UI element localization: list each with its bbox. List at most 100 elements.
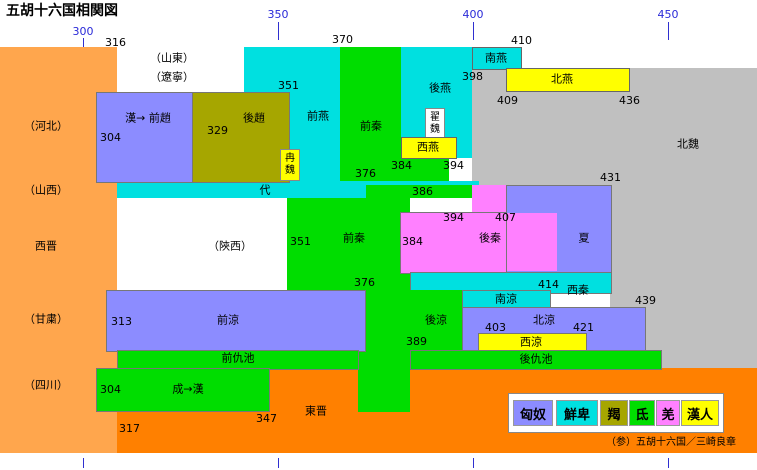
year-tick-bottom-400 bbox=[473, 458, 474, 468]
label-xiqin: 西秦 bbox=[567, 283, 589, 297]
label-houyan: 後燕 bbox=[429, 81, 451, 95]
label-qianqin-mid: 前秦 bbox=[343, 231, 365, 245]
year-axis-label-450: 450 bbox=[657, 8, 679, 21]
year-410: 410 bbox=[511, 34, 532, 47]
year-304b: 304 bbox=[100, 383, 121, 396]
label-hanzhao: 漢→ 前趙 bbox=[125, 111, 171, 125]
year-421: 421 bbox=[573, 321, 594, 334]
label-nanliang: 南涼 bbox=[495, 292, 517, 306]
label-dongjin: 東晋 bbox=[305, 404, 327, 418]
block-houqin-top bbox=[472, 185, 506, 212]
label-houzhao: 後趙 bbox=[243, 111, 265, 125]
year-384a: 384 bbox=[391, 159, 412, 172]
label-beiyan: 北燕 bbox=[551, 72, 573, 86]
label-qianyan: 前燕 bbox=[307, 109, 329, 123]
block-xiyan bbox=[401, 137, 457, 159]
year-351a: 351 bbox=[278, 79, 299, 92]
label-xijin: 西晋 bbox=[35, 239, 57, 253]
legend-di: 氐 bbox=[629, 400, 655, 426]
label-qianchouchi: 前仇池 bbox=[221, 351, 255, 365]
year-394a: 394 bbox=[443, 159, 464, 172]
region-shandong: （山東） bbox=[150, 51, 194, 65]
label-qianqin-top: 前秦 bbox=[360, 119, 382, 133]
label-xia: 夏 bbox=[578, 231, 590, 245]
year-439: 439 bbox=[635, 294, 656, 307]
block-zhaiwei: 翟 魏 bbox=[425, 108, 445, 140]
region-gansu: （甘粛） bbox=[24, 312, 68, 326]
zhaiwei-char-1: 翟 bbox=[430, 112, 440, 123]
year-tick-bottom-450 bbox=[668, 458, 669, 468]
year-axis-label-400: 400 bbox=[462, 8, 484, 21]
label-xiyan: 西燕 bbox=[417, 140, 439, 154]
block-xia-cover bbox=[507, 213, 557, 271]
year-376b: 376 bbox=[354, 276, 375, 289]
year-313: 313 bbox=[111, 315, 132, 328]
block-houchouchi bbox=[410, 350, 662, 370]
legend-han-label: 漢人 bbox=[686, 407, 713, 423]
label-qianliang: 前涼 bbox=[217, 313, 239, 327]
region-shaanxi: （陝西） bbox=[208, 239, 252, 253]
year-436: 436 bbox=[619, 94, 640, 107]
legend-jie-label: 羯 bbox=[607, 407, 621, 423]
label-xiliang: 西涼 bbox=[520, 335, 542, 349]
legend-jie: 羯 bbox=[600, 400, 628, 426]
label-houchouchi: 後仇池 bbox=[519, 352, 553, 366]
legend-han: 漢人 bbox=[681, 400, 719, 426]
year-414: 414 bbox=[538, 278, 559, 291]
legend-xianbei-label: 鮮卑 bbox=[563, 407, 590, 423]
region-liaoning: （遼寧） bbox=[150, 70, 194, 84]
label-houliang: 後涼 bbox=[425, 313, 447, 327]
block-chenghan bbox=[96, 368, 270, 412]
legend-xiongnu-label: 匈奴 bbox=[519, 407, 546, 423]
region-sichuan: （四川） bbox=[24, 378, 68, 392]
year-tick-450 bbox=[668, 22, 669, 40]
zhaiwei-char-2: 魏 bbox=[430, 124, 440, 135]
block-qianliang bbox=[106, 290, 366, 352]
year-tick-bottom-350 bbox=[278, 458, 279, 468]
year-351b: 351 bbox=[290, 235, 311, 248]
year-407: 407 bbox=[495, 211, 516, 224]
year-398: 398 bbox=[462, 70, 483, 83]
region-hebei: （河北） bbox=[24, 119, 68, 133]
year-316: 316 bbox=[105, 36, 126, 49]
year-axis-label-350: 350 bbox=[267, 8, 289, 21]
year-370: 370 bbox=[332, 33, 353, 46]
page-title: 五胡十六国相関図 bbox=[6, 3, 118, 19]
block-houliang bbox=[410, 290, 462, 350]
year-394b: 394 bbox=[443, 211, 464, 224]
year-317: 317 bbox=[119, 422, 140, 435]
year-tick-300 bbox=[83, 38, 84, 47]
block-houzhao bbox=[192, 92, 290, 183]
block-beiyan bbox=[506, 68, 630, 92]
year-409: 409 bbox=[497, 94, 518, 107]
year-386: 386 bbox=[412, 185, 433, 198]
year-389: 389 bbox=[406, 335, 427, 348]
block-qianqin-mid-b bbox=[358, 290, 410, 412]
legend-di-label: 氐 bbox=[635, 407, 649, 423]
block-ranwei: 冉 魏 bbox=[280, 149, 300, 181]
year-403: 403 bbox=[485, 321, 506, 334]
ranwei-char-2: 魏 bbox=[285, 165, 295, 176]
year-tick-bottom-300 bbox=[83, 458, 84, 468]
year-tick-350 bbox=[278, 22, 279, 40]
label-dai: 代 bbox=[259, 183, 271, 197]
year-axis-label-300: 300 bbox=[72, 25, 94, 38]
year-tick-400 bbox=[473, 22, 474, 40]
source-credit: （参）五胡十六国／三崎良章 bbox=[606, 437, 736, 448]
block-nanyan bbox=[472, 47, 522, 70]
year-376a: 376 bbox=[355, 167, 376, 180]
legend-xiongnu: 匈奴 bbox=[513, 400, 553, 426]
ranwei-char-1: 冉 bbox=[285, 153, 295, 164]
block-qianqin-top-b bbox=[401, 155, 449, 181]
block-qianqin-top bbox=[340, 47, 401, 181]
block-qianqin-mid-top bbox=[366, 185, 472, 198]
year-347: 347 bbox=[256, 412, 277, 425]
label-nanyan: 南燕 bbox=[485, 51, 507, 65]
region-shanxi: （山西） bbox=[24, 183, 68, 197]
label-chenghan: 成→漢 bbox=[172, 382, 204, 396]
label-beiwei: 北魏 bbox=[677, 137, 699, 151]
year-384b: 384 bbox=[402, 235, 423, 248]
label-beiliang: 北涼 bbox=[533, 313, 555, 327]
legend-qiang-label: 羌 bbox=[661, 407, 675, 423]
year-304a: 304 bbox=[100, 131, 121, 144]
